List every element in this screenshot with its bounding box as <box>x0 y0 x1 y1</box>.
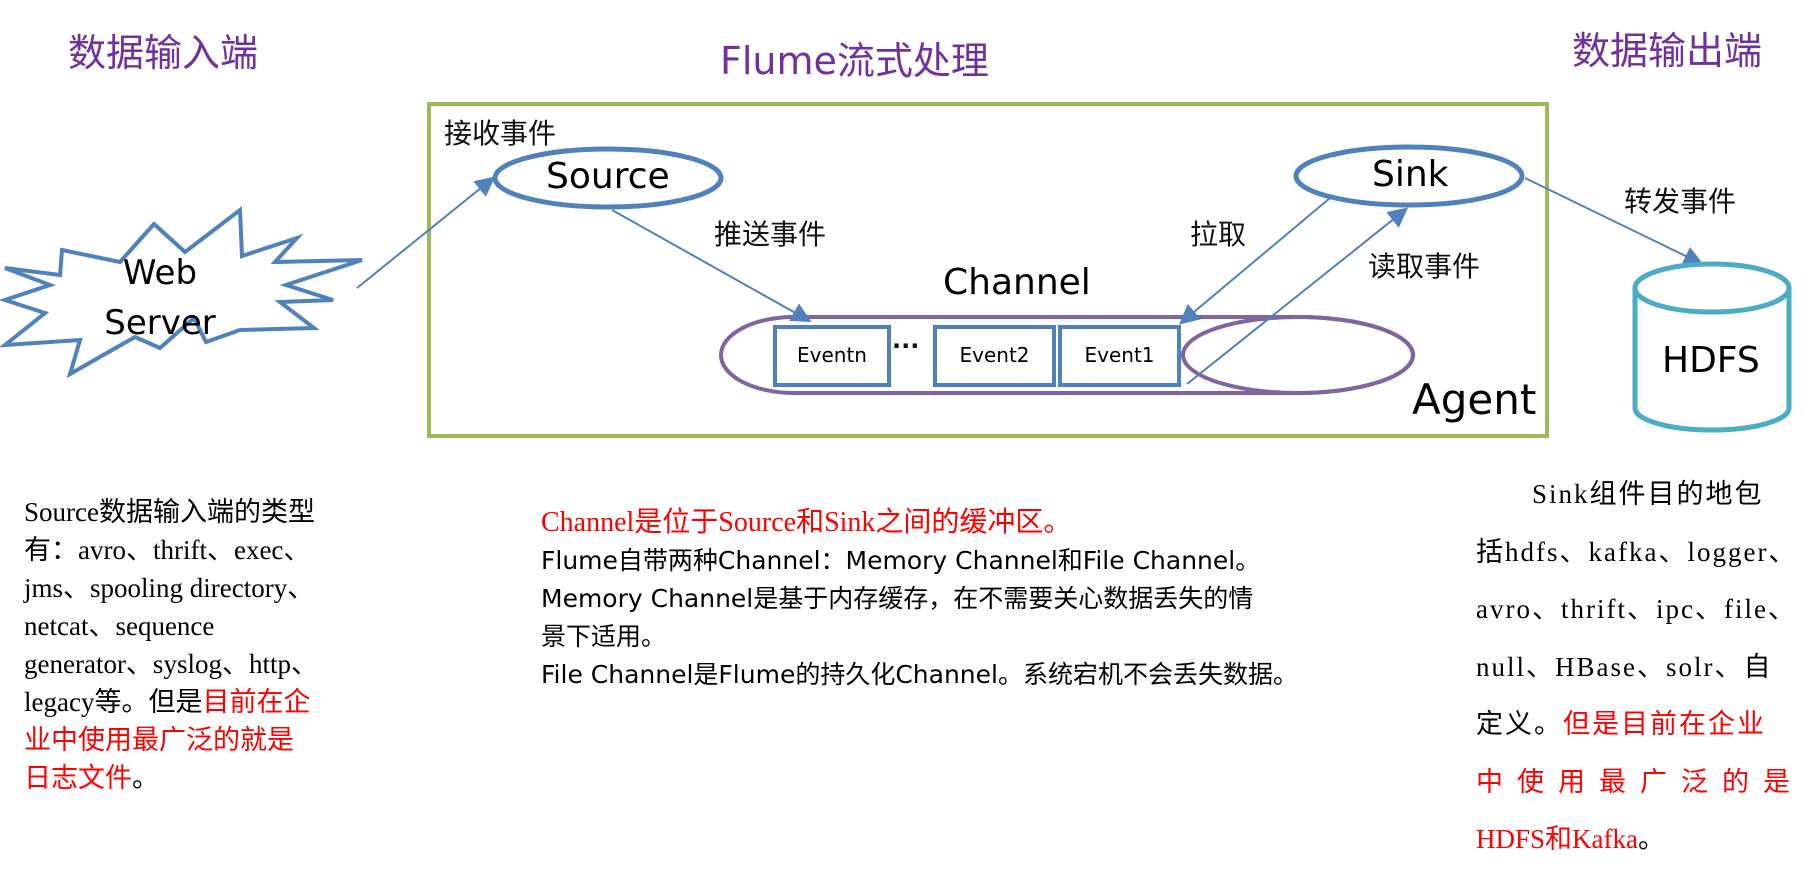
agent-boundary <box>427 102 1549 438</box>
read-event-label: 读取事件 <box>1368 250 1481 283</box>
pull-label: 拉取 <box>1190 218 1247 251</box>
sink-note-text: 定义。 <box>1476 709 1563 739</box>
hdfs-cylinder-top <box>1632 261 1792 315</box>
forward-event-label: 转发事件 <box>1624 185 1737 218</box>
source-note-line: generator、syslog、http、 <box>24 649 318 679</box>
arrow-webserver-to-source <box>356 176 496 289</box>
source-note-line: legacy等。但是目前在企 <box>24 683 384 721</box>
arrow-sink-to-hdfs <box>1524 177 1704 266</box>
input-side-heading: 数据输入端 <box>68 31 259 75</box>
sink-label: Sink <box>1372 154 1449 195</box>
receive-event-label: 接收事件 <box>444 117 557 150</box>
source-note-line: netcat、sequence <box>24 611 215 641</box>
source-notes: Source数据输入端的类型 有：avro、thrift、exec、 jms、s… <box>24 493 384 797</box>
source-note-highlight: 日志文件 <box>24 763 132 793</box>
hdfs-label: HDFS <box>1662 340 1760 381</box>
flume-diagram <box>0 102 1792 438</box>
sink-note-line: 定义。但是目前在企业 <box>1476 696 1814 754</box>
event-label-eventn: Eventn <box>797 343 867 367</box>
source-note-text: legacy等。但是 <box>24 687 203 717</box>
event-box-event1 <box>1058 325 1181 387</box>
source-note-line: 日志文件。 <box>24 759 384 797</box>
sink-note-line: Sink组件目的地包 <box>1532 479 1764 509</box>
channel-notes: Channel是位于Source和Sink之间的缓冲区。 Flume自带两种Ch… <box>541 504 1441 694</box>
output-side-heading: 数据输出端 <box>1572 29 1763 73</box>
channel-note-highlight: Channel是位于Source和Sink之间的缓冲区。 <box>541 507 1072 538</box>
source-note-line: jms、spooling directory、 <box>24 573 315 603</box>
push-event-label: 推送事件 <box>714 218 827 251</box>
sink-note-line: 括hdfs、kafka、logger、 <box>1476 536 1798 567</box>
sink-note-end: 。 <box>1638 824 1667 854</box>
web-server-label: Web Server <box>100 248 220 348</box>
arrow-sink-pull <box>1178 197 1331 325</box>
channel-note-line: Flume自带两种Channel：Memory Channel和File Cha… <box>541 546 1261 575</box>
source-note-line: Source数据输入端的类型 <box>24 497 315 527</box>
arrow-read-event <box>1186 207 1409 385</box>
ellipsis-label: ··· <box>892 332 920 360</box>
diagram-title: Flume流式处理 <box>720 39 989 83</box>
sink-node <box>1293 144 1525 208</box>
source-note-highlight: 目前在企 <box>202 687 311 717</box>
event-label-event1: Event1 <box>1084 343 1155 367</box>
channel-note-line: File Channel是Flume的持久化Channel。系统宕机不会丢失数据… <box>541 660 1298 689</box>
channel-note-line: 景下适用。 <box>541 622 667 651</box>
agent-label: Agent <box>1412 375 1537 424</box>
channel-note-line: Memory Channel是基于内存缓存，在不需要关心数据丢失的情 <box>541 584 1254 613</box>
web-server-burst-shape <box>0 206 363 379</box>
source-node <box>492 146 724 210</box>
sink-note-highlight: HDFS和Kafka <box>1476 824 1638 854</box>
sink-note-line: avro、thrift、ipc、file、 <box>1476 594 1797 624</box>
event-box-eventn <box>773 325 891 387</box>
event-box-event2 <box>933 325 1056 387</box>
channel-label: Channel <box>943 262 1091 303</box>
source-note-highlight: 业中使用最广泛的就是 <box>24 725 294 755</box>
web-server-label-line-2: Server <box>104 303 216 343</box>
channel-cylinder-end <box>1181 315 1415 395</box>
sink-note-highlight: 中使用最广泛的是 <box>1476 766 1804 797</box>
arrow-source-to-channel <box>611 209 812 322</box>
source-note-line: 有：avro、thrift、exec、 <box>24 535 311 565</box>
source-label: Source <box>546 156 670 197</box>
event-label-event2: Event2 <box>959 343 1030 367</box>
source-note-end: 。 <box>132 763 159 793</box>
sink-note-line: HDFS和Kafka。 <box>1476 811 1814 869</box>
hdfs-cylinder <box>1632 288 1792 433</box>
sink-note-line: null、HBase、solr、自 <box>1476 651 1773 682</box>
sink-note-highlight: 但是目前在企业 <box>1563 709 1766 739</box>
web-server-label-line-1: Web <box>122 253 198 293</box>
sink-notes: Sink组件目的地包 括hdfs、kafka、logger、 avro、thri… <box>1476 466 1814 869</box>
